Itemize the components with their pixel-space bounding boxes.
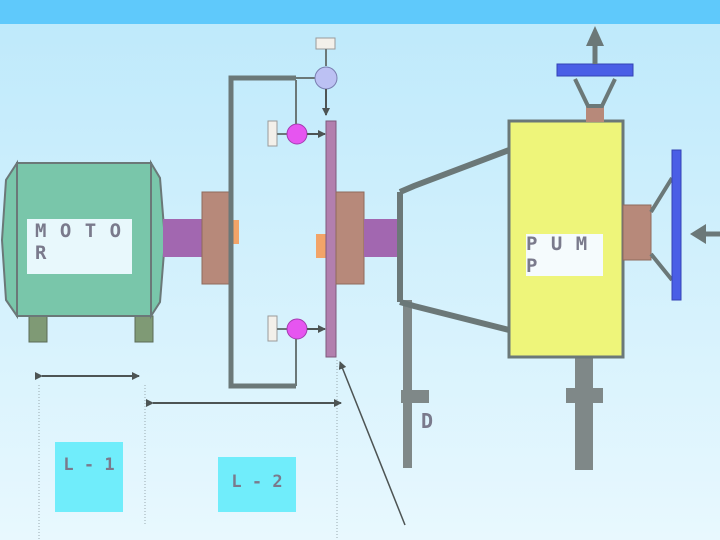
inlet-funnel <box>649 176 674 282</box>
support-post <box>403 300 412 468</box>
d-label: D <box>420 409 434 433</box>
pump-stand <box>575 358 593 470</box>
top-probe-cap <box>315 37 336 50</box>
motor-label-box <box>27 219 132 274</box>
pump-shaft <box>364 219 402 257</box>
pump-stand-collar <box>566 388 603 403</box>
l1-box <box>55 442 123 512</box>
top-probe-sensor <box>314 66 338 90</box>
orange-tab <box>316 234 326 258</box>
pump-casing-inlet <box>397 147 511 333</box>
motor-foot <box>28 315 48 343</box>
support-clamp <box>401 390 429 403</box>
sensor-bracket <box>228 75 296 389</box>
motor <box>0 159 167 343</box>
lower-probe-cap <box>267 315 278 342</box>
pump-label: P U M P <box>526 233 589 277</box>
left-arrow-icon <box>690 224 706 244</box>
disc-leader-line <box>338 361 406 526</box>
outlet-funnel <box>573 78 617 108</box>
motor-shaft <box>163 219 205 257</box>
upper-probe-sensor <box>286 123 308 145</box>
lower-probe-sensor <box>286 318 308 340</box>
upper-probe-cap <box>267 120 278 147</box>
motor-foot <box>134 315 154 343</box>
orange-tab <box>229 220 239 244</box>
pump-coupling-hub <box>335 191 365 285</box>
l2-box <box>218 457 296 512</box>
coupling-disc <box>325 120 337 358</box>
l1-label: L - 1 <box>63 455 115 475</box>
motor-coupling-hub <box>201 191 230 285</box>
motor-label: M O T O R <box>35 220 123 264</box>
top-bar <box>0 0 720 24</box>
inlet-hub <box>622 204 652 261</box>
outlet-neck <box>586 106 604 122</box>
pump-label-box <box>526 234 603 276</box>
outlet-flange <box>556 63 634 77</box>
up-arrow-icon <box>586 26 604 46</box>
l2-label: L - 2 <box>231 472 283 492</box>
inlet-plate <box>671 149 682 301</box>
